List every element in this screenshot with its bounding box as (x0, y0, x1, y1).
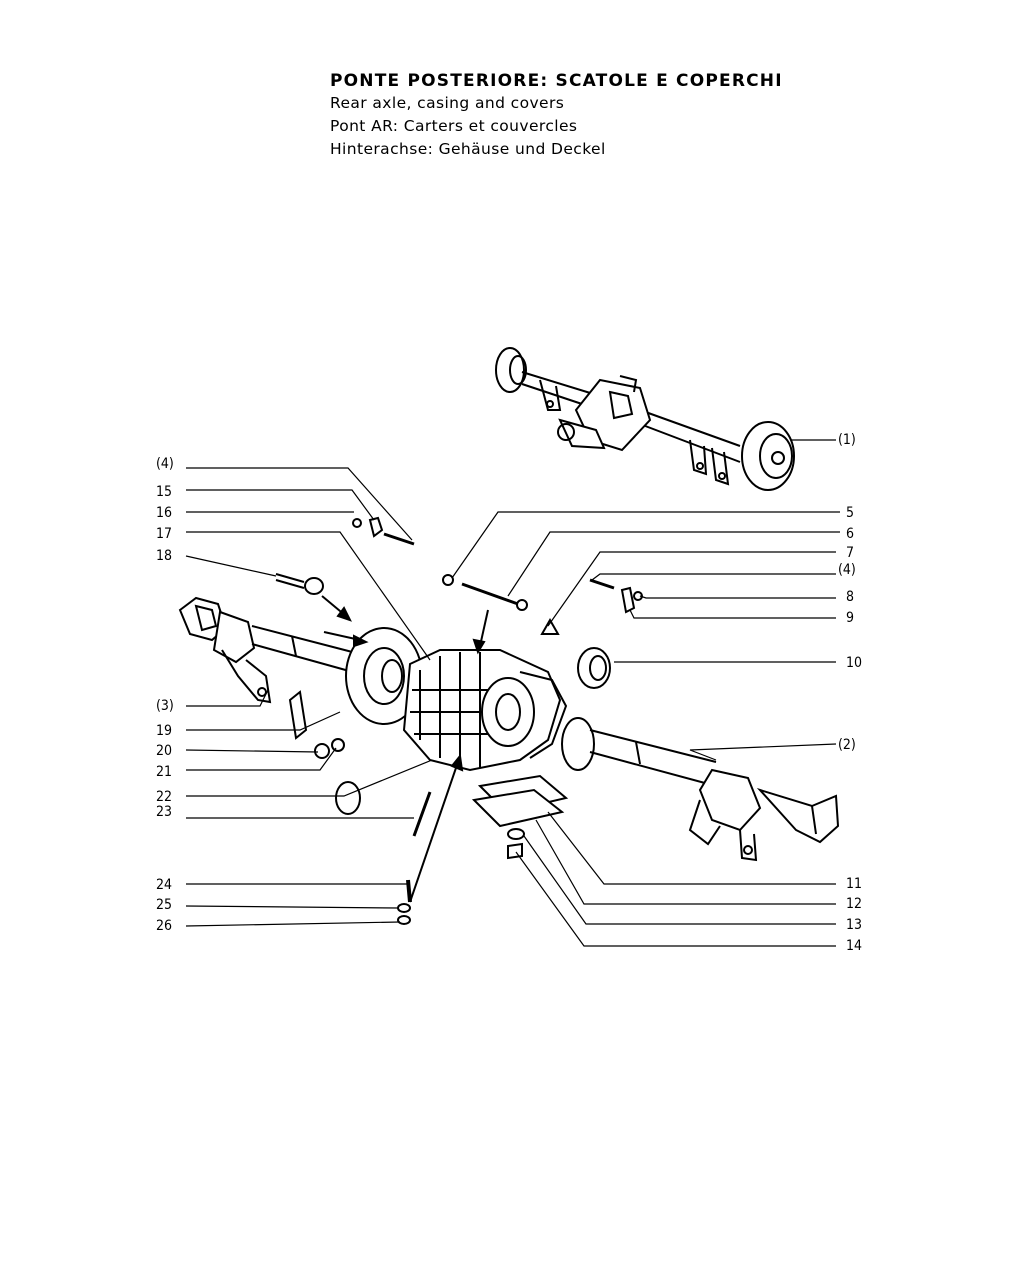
callout-3: (3) (156, 698, 174, 714)
callout-12: 12 (846, 896, 862, 912)
callout-labels: (4) 15 16 17 18 (3) 19 20 21 22 23 24 25… (156, 432, 862, 954)
right-axle-housing (561, 717, 840, 862)
callout-7: 7 (846, 545, 854, 561)
bearing-ring-10 (577, 647, 611, 689)
callout-17: 17 (156, 526, 172, 542)
callout-16: 16 (156, 505, 172, 521)
callout-24: 24 (156, 877, 172, 893)
small-parts (275, 516, 643, 925)
callout-6: 6 (846, 526, 854, 542)
callout-11: 11 (846, 876, 862, 892)
callout-19: 19 (156, 723, 172, 739)
title-english: Rear axle, casing and covers (330, 94, 565, 112)
callout-left-4: (4) (156, 456, 174, 472)
title-italian: PONTE POSTERIORE: SCATOLE E COPERCHI (330, 71, 783, 91)
callout-15: 15 (156, 484, 172, 500)
callout-13: 13 (846, 917, 862, 933)
callout-20: 20 (156, 743, 172, 759)
callout-1: (1) (838, 432, 856, 448)
callout-23: 23 (156, 804, 172, 820)
callout-26: 26 (156, 918, 172, 934)
callout-5: 5 (846, 505, 854, 521)
callout-22: 22 (156, 789, 172, 805)
callout-2: (2) (838, 737, 856, 753)
callout-18: 18 (156, 548, 172, 564)
title-block: PONTE POSTERIORE: SCATOLE E COPERCHI Rea… (330, 70, 783, 161)
leader-lines (185, 439, 840, 947)
title-french: Pont AR: Carters et couvercles (330, 117, 578, 135)
callout-25: 25 (156, 897, 172, 913)
callout-14: 14 (846, 938, 862, 954)
callout-10: 10 (846, 655, 862, 671)
callout-21: 21 (156, 764, 172, 780)
callout-9: 9 (846, 610, 854, 626)
callout-right-4: (4) (838, 562, 856, 578)
callout-8: 8 (846, 589, 854, 605)
assembled-axle-illustration (495, 347, 795, 491)
title-german: Hinterachse: Gehäuse und Deckel (330, 140, 606, 158)
assembly-arrows (321, 595, 489, 903)
differential-carrier (402, 649, 568, 772)
